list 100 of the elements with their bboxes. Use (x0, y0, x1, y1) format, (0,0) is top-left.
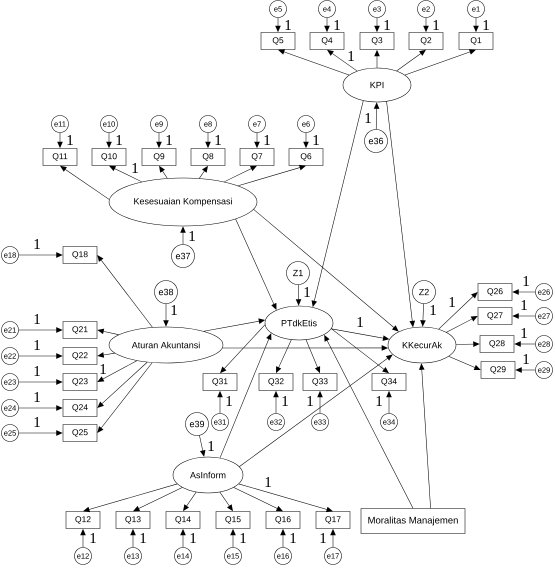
edge-label: 1 (332, 20, 342, 30)
arrow (404, 49, 476, 76)
circle-node: e36 (364, 129, 388, 153)
edge-label: 1 (432, 20, 440, 30)
box-node: Q25 (62, 424, 98, 442)
ellipse-node: Kesesuaian Kompensasi (108, 178, 258, 226)
arrow (109, 166, 142, 182)
edge-label: 1 (130, 162, 140, 174)
arrow (331, 328, 390, 341)
circle-node: e38 (154, 280, 178, 304)
edge-label: 1 (188, 230, 196, 242)
edge-label: 1 (280, 396, 290, 406)
arrow (83, 484, 178, 512)
edge-label: 1 (346, 50, 356, 62)
edge-label: 1 (32, 238, 42, 250)
edge-label: 1 (288, 532, 298, 544)
box-node: Q28 (480, 335, 514, 353)
edge-label: 1 (520, 328, 528, 338)
edge-label: 1 (374, 396, 384, 406)
edge-label: 1 (312, 134, 320, 146)
box-node: Q22 (62, 347, 98, 365)
ellipse-node: KKecurAk (388, 326, 456, 364)
arrow (224, 166, 257, 182)
box-node: Q29 (480, 361, 516, 379)
edge-label: 1 (482, 20, 490, 30)
circle-node: e37 (171, 244, 195, 268)
box-node: Q27 (478, 307, 512, 325)
arrow (331, 328, 389, 374)
box-node: Moralitas Manajemen (360, 508, 466, 534)
box-node: Q5 (260, 32, 296, 50)
arrow (396, 50, 426, 72)
edge-label: 1 (164, 134, 174, 146)
edge-label: 1 (302, 286, 312, 298)
edge-label: 1 (264, 476, 272, 488)
edge-label: 1 (318, 532, 328, 544)
box-node: Q4 (310, 32, 344, 50)
box-node: Q9 (142, 148, 176, 166)
box-node: Q3 (360, 32, 394, 50)
edge-label: 1 (32, 314, 42, 324)
box-node: Q11 (42, 148, 78, 166)
edge-label: 1 (522, 276, 530, 286)
arrow (234, 487, 283, 512)
arrow (238, 164, 306, 186)
edge-label: 1 (448, 296, 456, 308)
circle-node: e39 (185, 412, 209, 436)
box-node: Q23 (62, 373, 98, 391)
edge-label: 1 (32, 340, 42, 350)
edge-label: 1 (114, 134, 124, 146)
edge-label: 1 (32, 416, 42, 428)
box-node: Q6 (288, 148, 324, 166)
edge-label: 1 (356, 316, 364, 328)
box-node: Q34 (372, 373, 406, 391)
box-node: Q18 (62, 246, 98, 264)
edge-label: 1 (98, 364, 108, 374)
edge-label: 1 (206, 440, 216, 452)
edge-label: 1 (428, 304, 438, 316)
box-node: Q15 (216, 511, 250, 529)
arrow (97, 362, 152, 433)
edge-label: 1 (364, 112, 372, 124)
box-node: Q31 (202, 373, 238, 391)
edge-label: 1 (520, 300, 528, 310)
edge-label: 1 (188, 532, 198, 544)
edge-label: 1 (170, 304, 178, 316)
edge-label: 1 (224, 396, 234, 406)
box-node: Q26 (478, 283, 512, 301)
box-node: Q1 (458, 32, 494, 50)
edge-label: 1 (32, 392, 42, 402)
ellipse-node: PTdkEtis (264, 306, 334, 340)
ellipse-node: KPI (342, 68, 412, 102)
edge-label: 1 (138, 532, 148, 544)
box-node: Q10 (92, 148, 126, 166)
edge-label: 1 (306, 396, 314, 406)
edge-label: 1 (214, 134, 222, 146)
arrow (133, 487, 182, 512)
edge-label: 1 (522, 354, 530, 364)
edge-label: 1 (238, 532, 248, 544)
arrow (327, 50, 358, 72)
arrow (97, 255, 153, 328)
box-node: Q17 (316, 511, 350, 529)
arrow (60, 166, 110, 200)
box-node: Q2 (408, 32, 444, 50)
edge-label: 1 (32, 366, 42, 376)
edge-label: 1 (66, 134, 74, 146)
box-node: Q13 (116, 511, 150, 529)
edge-label: 1 (88, 532, 98, 544)
arrow (238, 484, 333, 512)
box-node: Q33 (302, 373, 338, 391)
arrow (278, 49, 350, 76)
box-node: Q21 (62, 321, 98, 339)
arrow (235, 218, 276, 310)
box-node: Q24 (62, 399, 98, 417)
ellipse-node: AsInform (172, 456, 244, 494)
circle-node: Z2 (412, 280, 436, 304)
box-node: Q7 (240, 148, 274, 166)
edge-label: 1 (262, 134, 272, 146)
circle-node: Z1 (286, 261, 310, 285)
box-node: Q16 (266, 511, 300, 529)
box-node: Q8 (190, 148, 226, 166)
box-node: Q32 (258, 373, 294, 391)
box-node: Q12 (66, 511, 100, 529)
